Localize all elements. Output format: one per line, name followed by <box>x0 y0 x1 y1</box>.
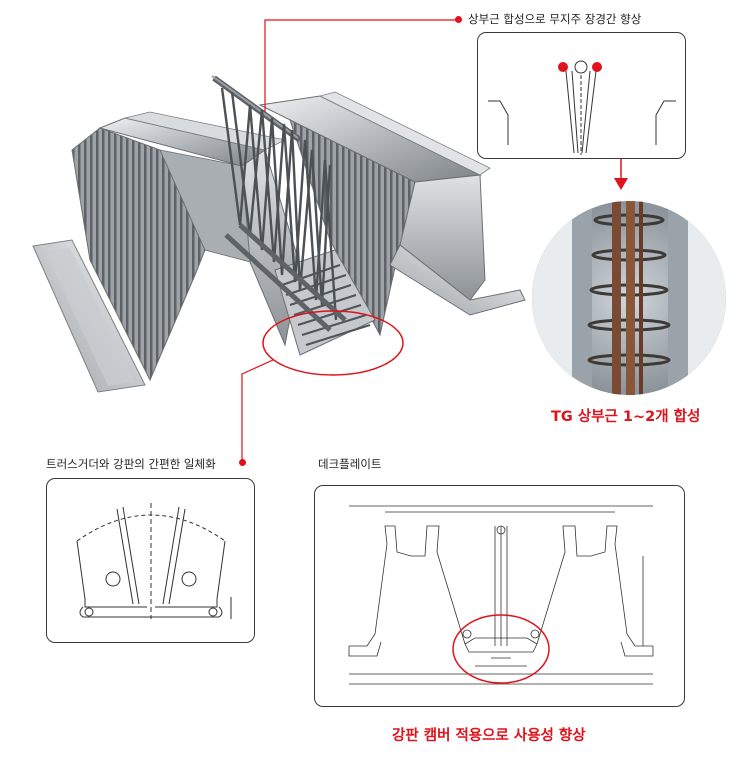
tg-caption: TG 상부근 1~2개 합성 <box>551 409 701 425</box>
deck-drawing-box <box>314 485 685 707</box>
truss-label-dot <box>239 459 246 466</box>
detail-right-dot <box>592 62 602 72</box>
bottom-caption: 강판 캠버 적용으로 사용성 향상 <box>392 728 586 744</box>
top-callout-dot <box>455 16 462 23</box>
truss-section-drawing <box>76 503 232 619</box>
top-callout-label: 상부근 합성으로 무지주 장경간 향상 <box>468 12 642 26</box>
top-detail-box <box>477 32 686 159</box>
top-detail-drawing <box>488 60 676 155</box>
deck-label: 데크플레이트 <box>318 457 382 471</box>
deck-drawing <box>348 505 654 685</box>
detail-left-dot <box>558 62 568 72</box>
truss-label: 트러스거더와 강판의 간편한 일체화 <box>46 457 216 471</box>
truss-section-box <box>46 478 255 643</box>
